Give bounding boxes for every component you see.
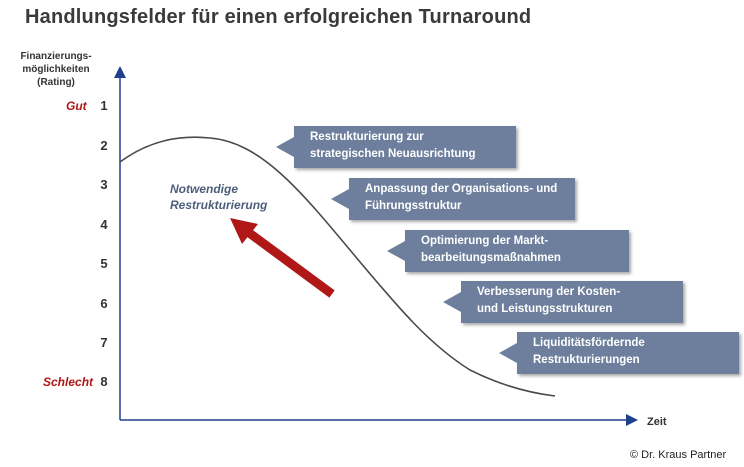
box-pointer bbox=[387, 241, 405, 261]
y-tick: 7 bbox=[100, 335, 108, 350]
y-axis-label-line: (Rating) bbox=[37, 77, 75, 88]
y-axis-label-line: möglichkeiten bbox=[22, 64, 90, 75]
action-box-line: und Leistungsstrukturen bbox=[477, 303, 613, 315]
action-box-line: strategischen Neuausrichtung bbox=[310, 148, 476, 160]
x-axis-label: Zeit bbox=[647, 416, 667, 428]
copyright-credit: © Dr. Kraus Partner bbox=[630, 449, 727, 461]
action-box-liquidity: Liquiditätsfördernde Restrukturierungen bbox=[499, 332, 739, 374]
restructuring-arrow-shaft bbox=[245, 228, 335, 298]
box-pointer bbox=[331, 189, 349, 209]
y-bottom-label: Schlecht bbox=[43, 375, 94, 389]
action-box-line: Verbesserung der Kosten- bbox=[477, 286, 621, 298]
box-pointer bbox=[499, 343, 517, 363]
curve-note: Notwendige Restrukturierung bbox=[170, 181, 300, 213]
action-box-line: bearbeitungsmaßnahmen bbox=[421, 252, 561, 264]
rating-curve bbox=[119, 136, 556, 397]
action-box-line: Anpassung der Organisations- und bbox=[365, 183, 558, 195]
curve-note-line: Notwendige bbox=[170, 182, 238, 196]
y-tick: 6 bbox=[100, 296, 108, 311]
y-tick: 8 bbox=[100, 374, 108, 389]
curve-note-line: Restrukturierung bbox=[170, 198, 268, 212]
y-top-label: Gut bbox=[66, 99, 87, 113]
action-box-line: Restrukturierung zur bbox=[310, 131, 424, 143]
y-tick: 2 bbox=[100, 138, 108, 153]
y-tick: 4 bbox=[100, 217, 108, 232]
action-box-market: Optimierung der Markt- bearbeitungsmaßna… bbox=[387, 230, 629, 272]
action-box-line: Restrukturierungen bbox=[533, 354, 640, 366]
action-box-line: Führungsstruktur bbox=[365, 200, 462, 212]
page-title: Handlungsfelder für einen erfolgreichen … bbox=[25, 6, 532, 28]
box-pointer bbox=[276, 137, 294, 157]
y-axis-label-line: Finanzierungs- bbox=[20, 51, 92, 62]
y-tick: 5 bbox=[100, 256, 108, 271]
y-axis-label: Finanzierungs- möglichkeiten (Rating) bbox=[8, 50, 104, 89]
action-box-strategic: Restrukturierung zur strategischen Neuau… bbox=[276, 126, 516, 168]
y-tick: 1 bbox=[100, 98, 108, 113]
action-box-costs: Verbesserung der Kosten- und Leistungsst… bbox=[443, 281, 683, 323]
action-box-organisation: Anpassung der Organisations- und Führung… bbox=[331, 178, 575, 220]
action-box-line: Optimierung der Markt- bbox=[421, 235, 549, 247]
y-tick: 3 bbox=[100, 177, 108, 192]
action-box-line: Liquiditätsfördernde bbox=[533, 337, 645, 349]
restructuring-arrow-head bbox=[230, 218, 258, 244]
box-pointer bbox=[443, 292, 461, 312]
